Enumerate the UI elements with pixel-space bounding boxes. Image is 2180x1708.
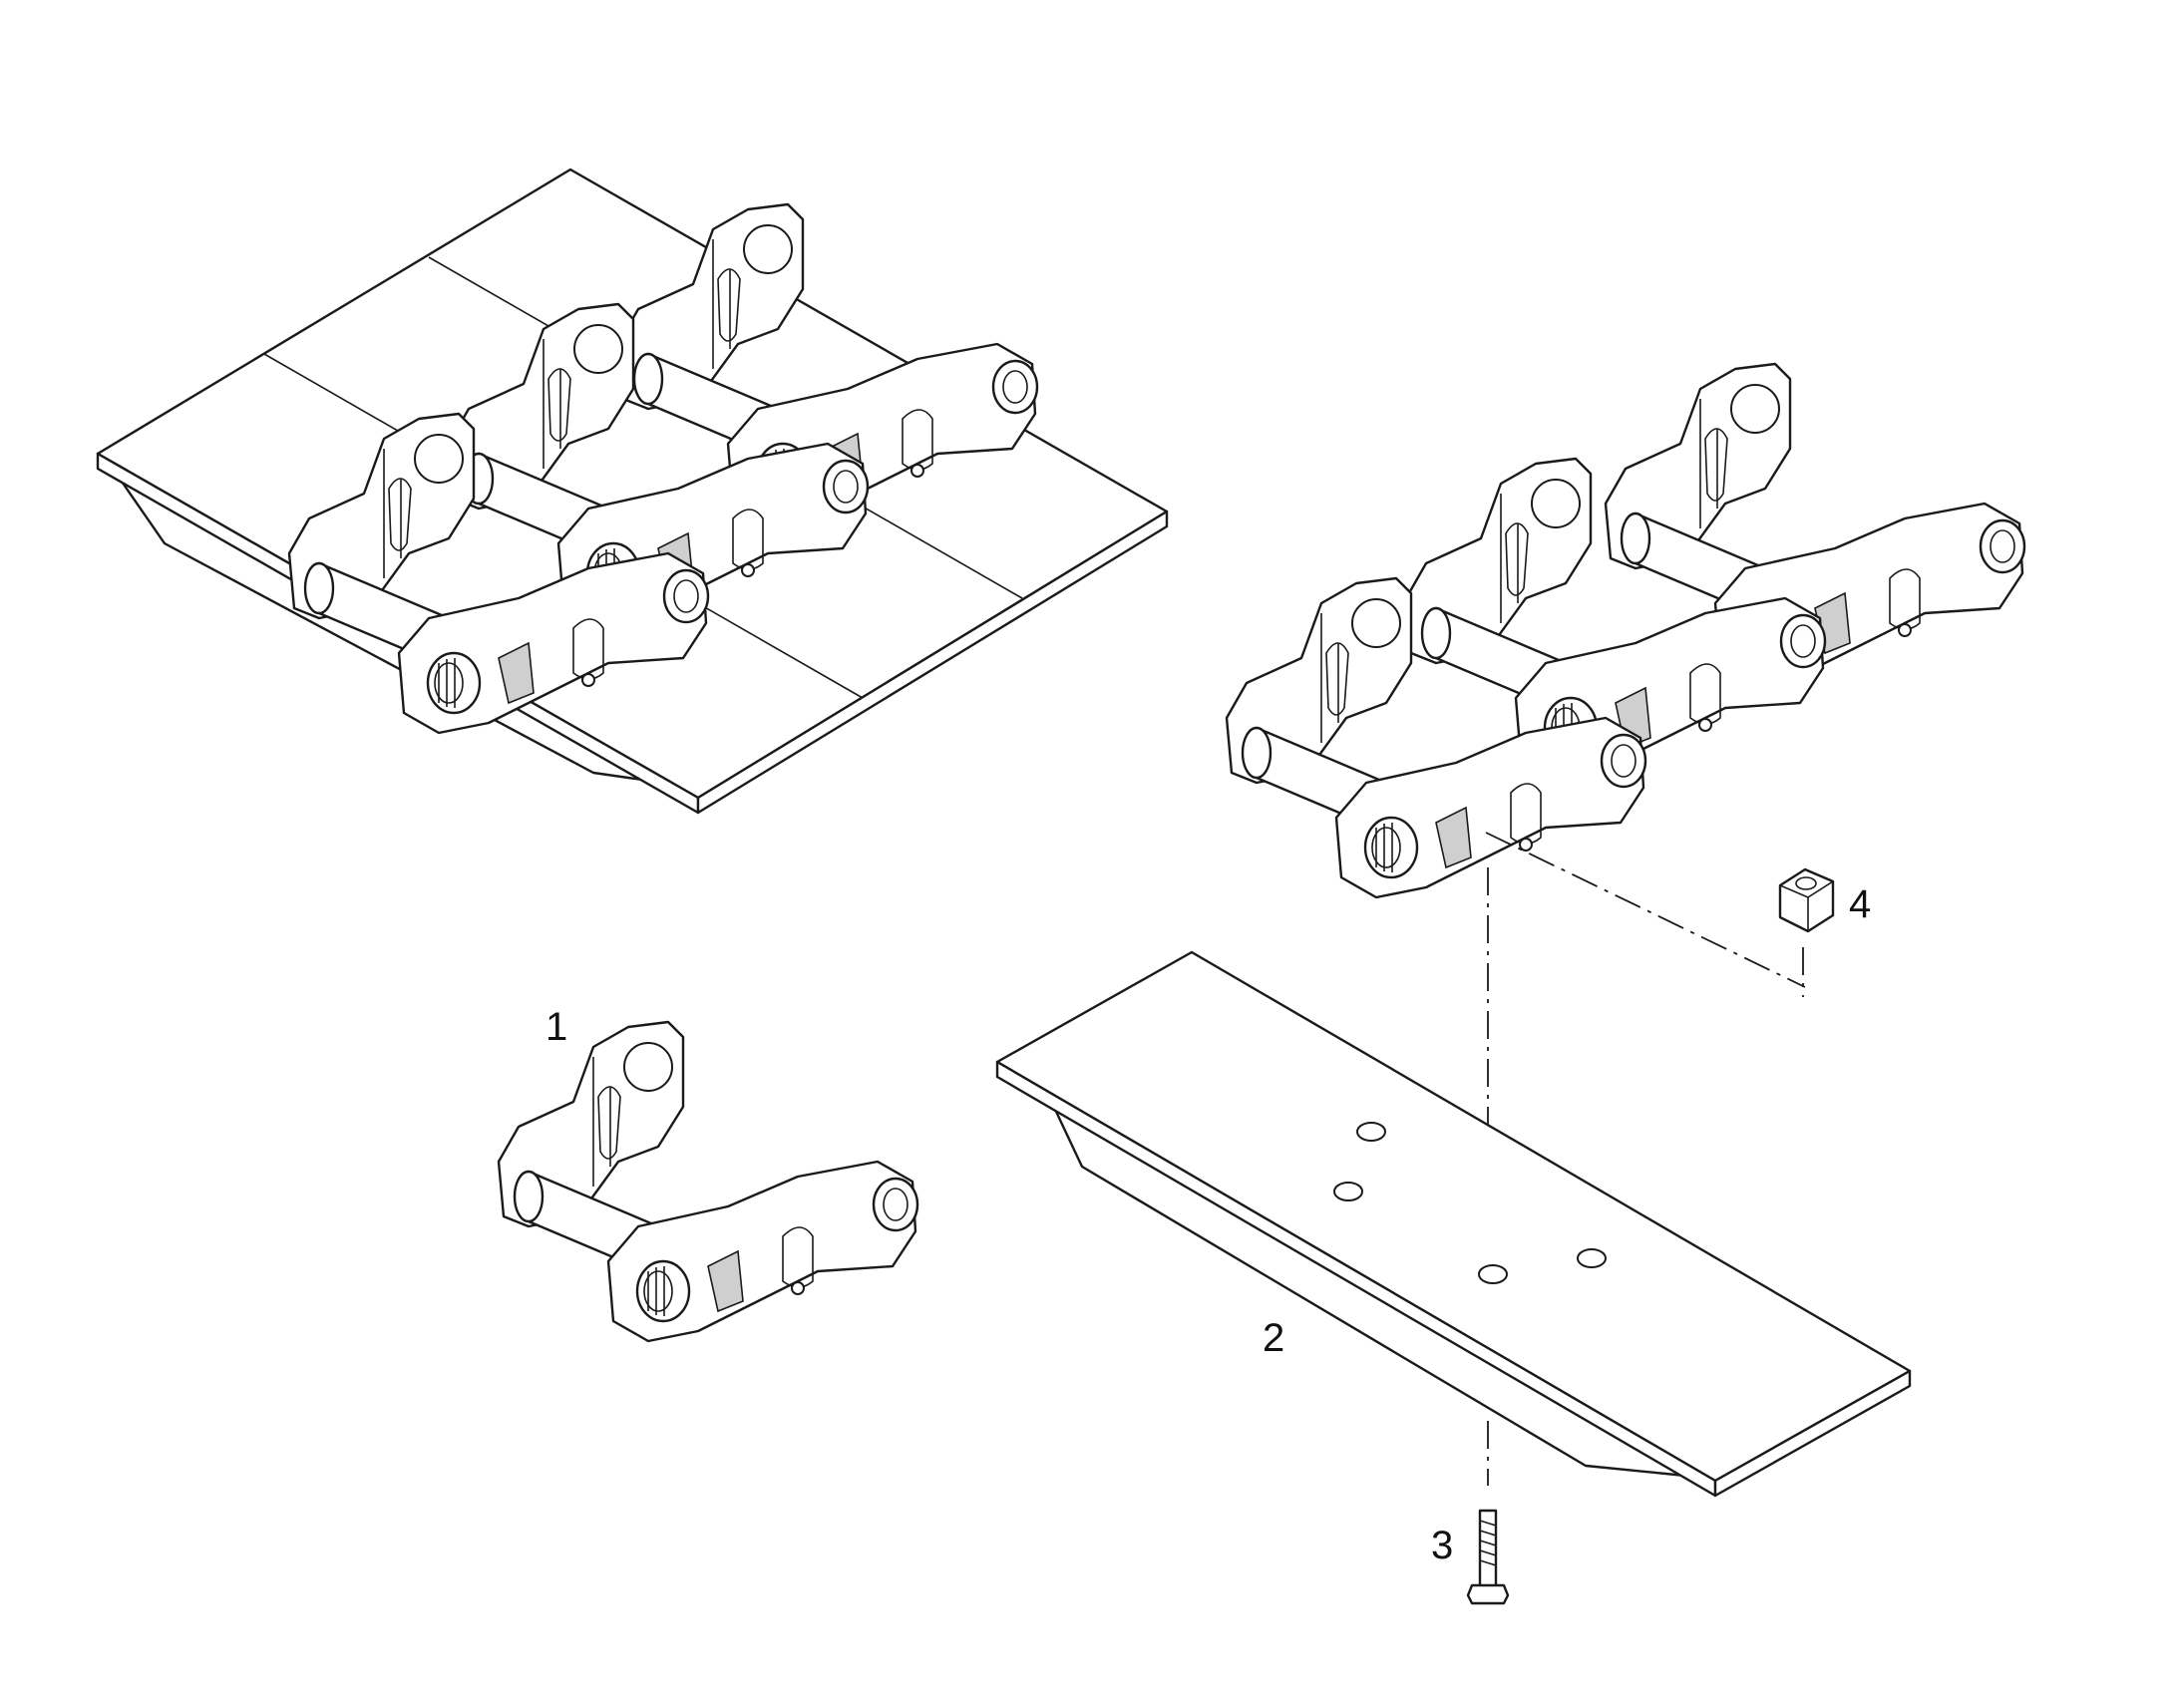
callout-4: 4 [1849, 882, 1871, 926]
track-shoe [995, 950, 1912, 1498]
callout-3: 3 [1431, 1524, 1453, 1567]
bolt-hole [1333, 1182, 1363, 1201]
chain-assembly [1225, 362, 2026, 899]
bolt-hole [1577, 1248, 1607, 1268]
single-link [497, 1020, 919, 1343]
callout-1: 1 [545, 1005, 567, 1049]
assembled-track-section [96, 168, 1169, 815]
shoe-bolt [1466, 1509, 1510, 1605]
bolt-hole [1478, 1264, 1508, 1284]
bolt-hole [1356, 1122, 1386, 1142]
callout-2: 2 [1263, 1316, 1284, 1360]
square-nut [1778, 867, 1835, 933]
